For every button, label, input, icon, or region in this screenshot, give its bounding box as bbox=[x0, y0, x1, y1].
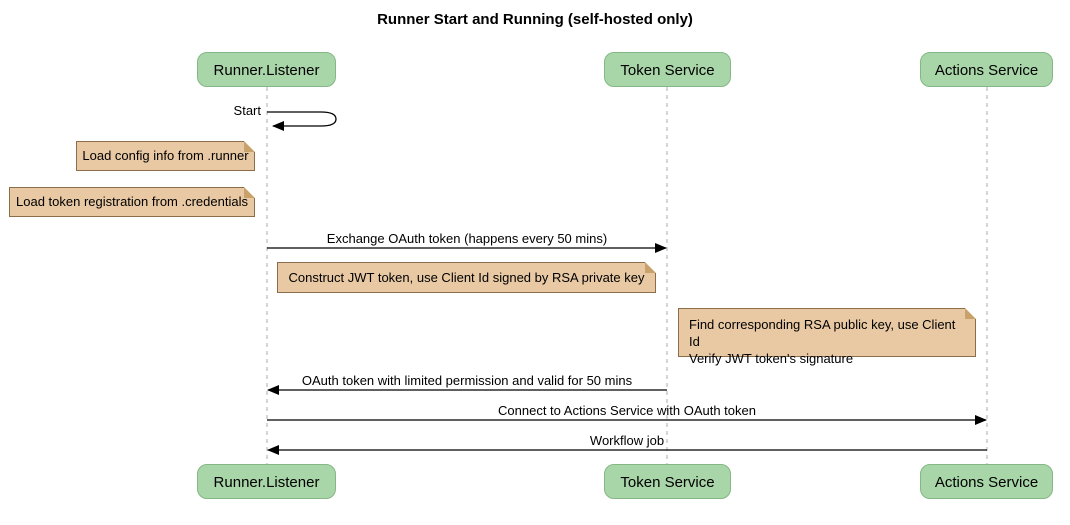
actor-runner-listener-bottom: Runner.Listener bbox=[197, 464, 336, 499]
note-load-config-text: Load config info from .runner bbox=[82, 148, 249, 163]
actor-actions-service-top: Actions Service bbox=[920, 52, 1053, 87]
note-construct-jwt-text: Construct JWT token, use Client Id signe… bbox=[288, 270, 645, 285]
actor-actions-service-bottom: Actions Service bbox=[920, 464, 1053, 499]
message-label-start: Start bbox=[233, 103, 261, 118]
actor-runner-listener-top: Runner.Listener bbox=[197, 52, 336, 87]
message-label-oauth-token-return: OAuth token with limited permission and … bbox=[301, 373, 633, 388]
note-fold-icon bbox=[244, 141, 255, 152]
message-label-exchange-oauth: Exchange OAuth token (happens every 50 m… bbox=[326, 231, 608, 246]
self-arrow-start bbox=[267, 111, 337, 131]
note-load-config: Load config info from .runner bbox=[76, 141, 255, 171]
diagram-title: Runner Start and Running (self-hosted on… bbox=[377, 11, 693, 28]
note-verify-jwt-line1: Find corresponding RSA public key, use C… bbox=[689, 317, 956, 349]
note-verify-jwt-line2: Verify JWT token's signature bbox=[689, 351, 854, 366]
message-label-connect-actions: Connect to Actions Service with OAuth to… bbox=[498, 403, 756, 418]
note-fold-icon bbox=[645, 262, 656, 273]
note-construct-jwt: Construct JWT token, use Client Id signe… bbox=[277, 262, 656, 293]
message-label-workflow-job: Workflow job bbox=[589, 433, 665, 448]
actor-token-service-bottom: Token Service bbox=[604, 464, 731, 499]
note-verify-jwt: Find corresponding RSA public key, use C… bbox=[678, 308, 976, 366]
note-load-token-registration-text: Load token registration from .credential… bbox=[16, 194, 248, 209]
note-load-token-registration: Load token registration from .credential… bbox=[9, 187, 255, 217]
note-fold-icon bbox=[965, 308, 976, 319]
actor-token-service-top: Token Service bbox=[604, 52, 731, 87]
note-fold-icon bbox=[244, 187, 255, 198]
